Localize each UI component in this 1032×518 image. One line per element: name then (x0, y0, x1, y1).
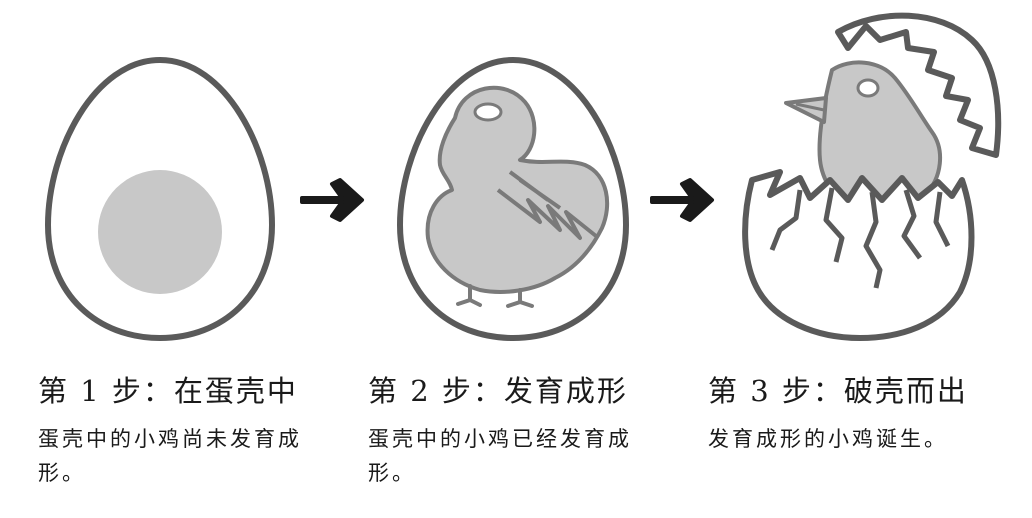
embryo-chick-icon (396, 56, 630, 342)
step-2-description: 蛋壳中的小鸡已经发育成形。 (368, 427, 632, 485)
step-1-title: 第 1 步：在蛋壳中 (38, 374, 298, 408)
step-3-title: 第 3 步：破壳而出 (708, 374, 968, 408)
step-3-caption: 第 3 步：破壳而出 发育成形的小鸡诞生。 (708, 374, 1008, 456)
step-2-caption: 第 2 步：发育成形 蛋壳中的小鸡已经发育成形。 (368, 374, 648, 490)
step-1-description: 蛋壳中的小鸡尚未发育成形。 (38, 427, 302, 485)
right-arrow-icon (650, 178, 714, 222)
whole-egg-icon (44, 56, 276, 342)
step-2-title: 第 2 步：发育成形 (368, 374, 628, 408)
step-1-caption: 第 1 步：在蛋壳中 蛋壳中的小鸡尚未发育成形。 (38, 374, 318, 490)
right-arrow-icon (300, 178, 364, 222)
hatching-chick-icon (742, 12, 1002, 341)
yolk (98, 170, 222, 294)
step-3-description: 发育成形的小鸡诞生。 (708, 427, 948, 451)
